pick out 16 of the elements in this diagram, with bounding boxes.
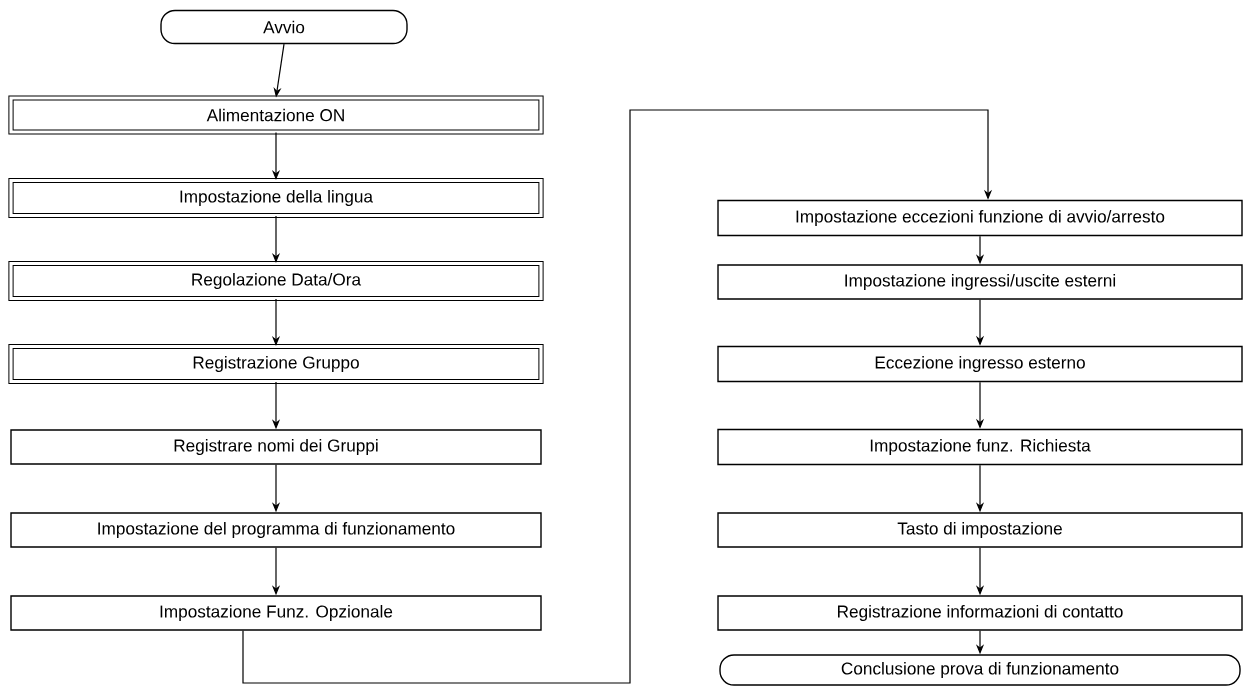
arrow [242,109,993,684]
process-box: Registrazione informazioni di contatto [717,595,1243,631]
process-box: Eccezione ingresso esterno [717,345,1243,383]
process-box: Impostazione Funz. Opzionale [10,595,542,631]
predefined-process-box: Registrazione Gruppo [8,343,544,385]
terminal-box: Conclusione prova di funzionamento [719,654,1241,686]
process-box: Impostazione ingressi/uscite esterni [717,264,1243,300]
predefined-process-box: Regolazione Data/Ora [8,260,544,302]
process-box: Impostazione del programma di funzionamento [10,512,542,548]
process-box: Tasto di impostazione [717,512,1243,548]
predefined-process-box: Alimentazione ON [8,95,544,135]
process-box: Impostazione eccezioni funzione di avvio/arresto [717,199,1243,237]
terminal-box: Avvio [160,9,408,45]
process-box: Impostazione funz. Richiesta [717,428,1243,466]
process-box: Registrare nomi dei Gruppi [10,429,542,465]
predefined-process-box: Impostazione della lingua [8,177,544,219]
